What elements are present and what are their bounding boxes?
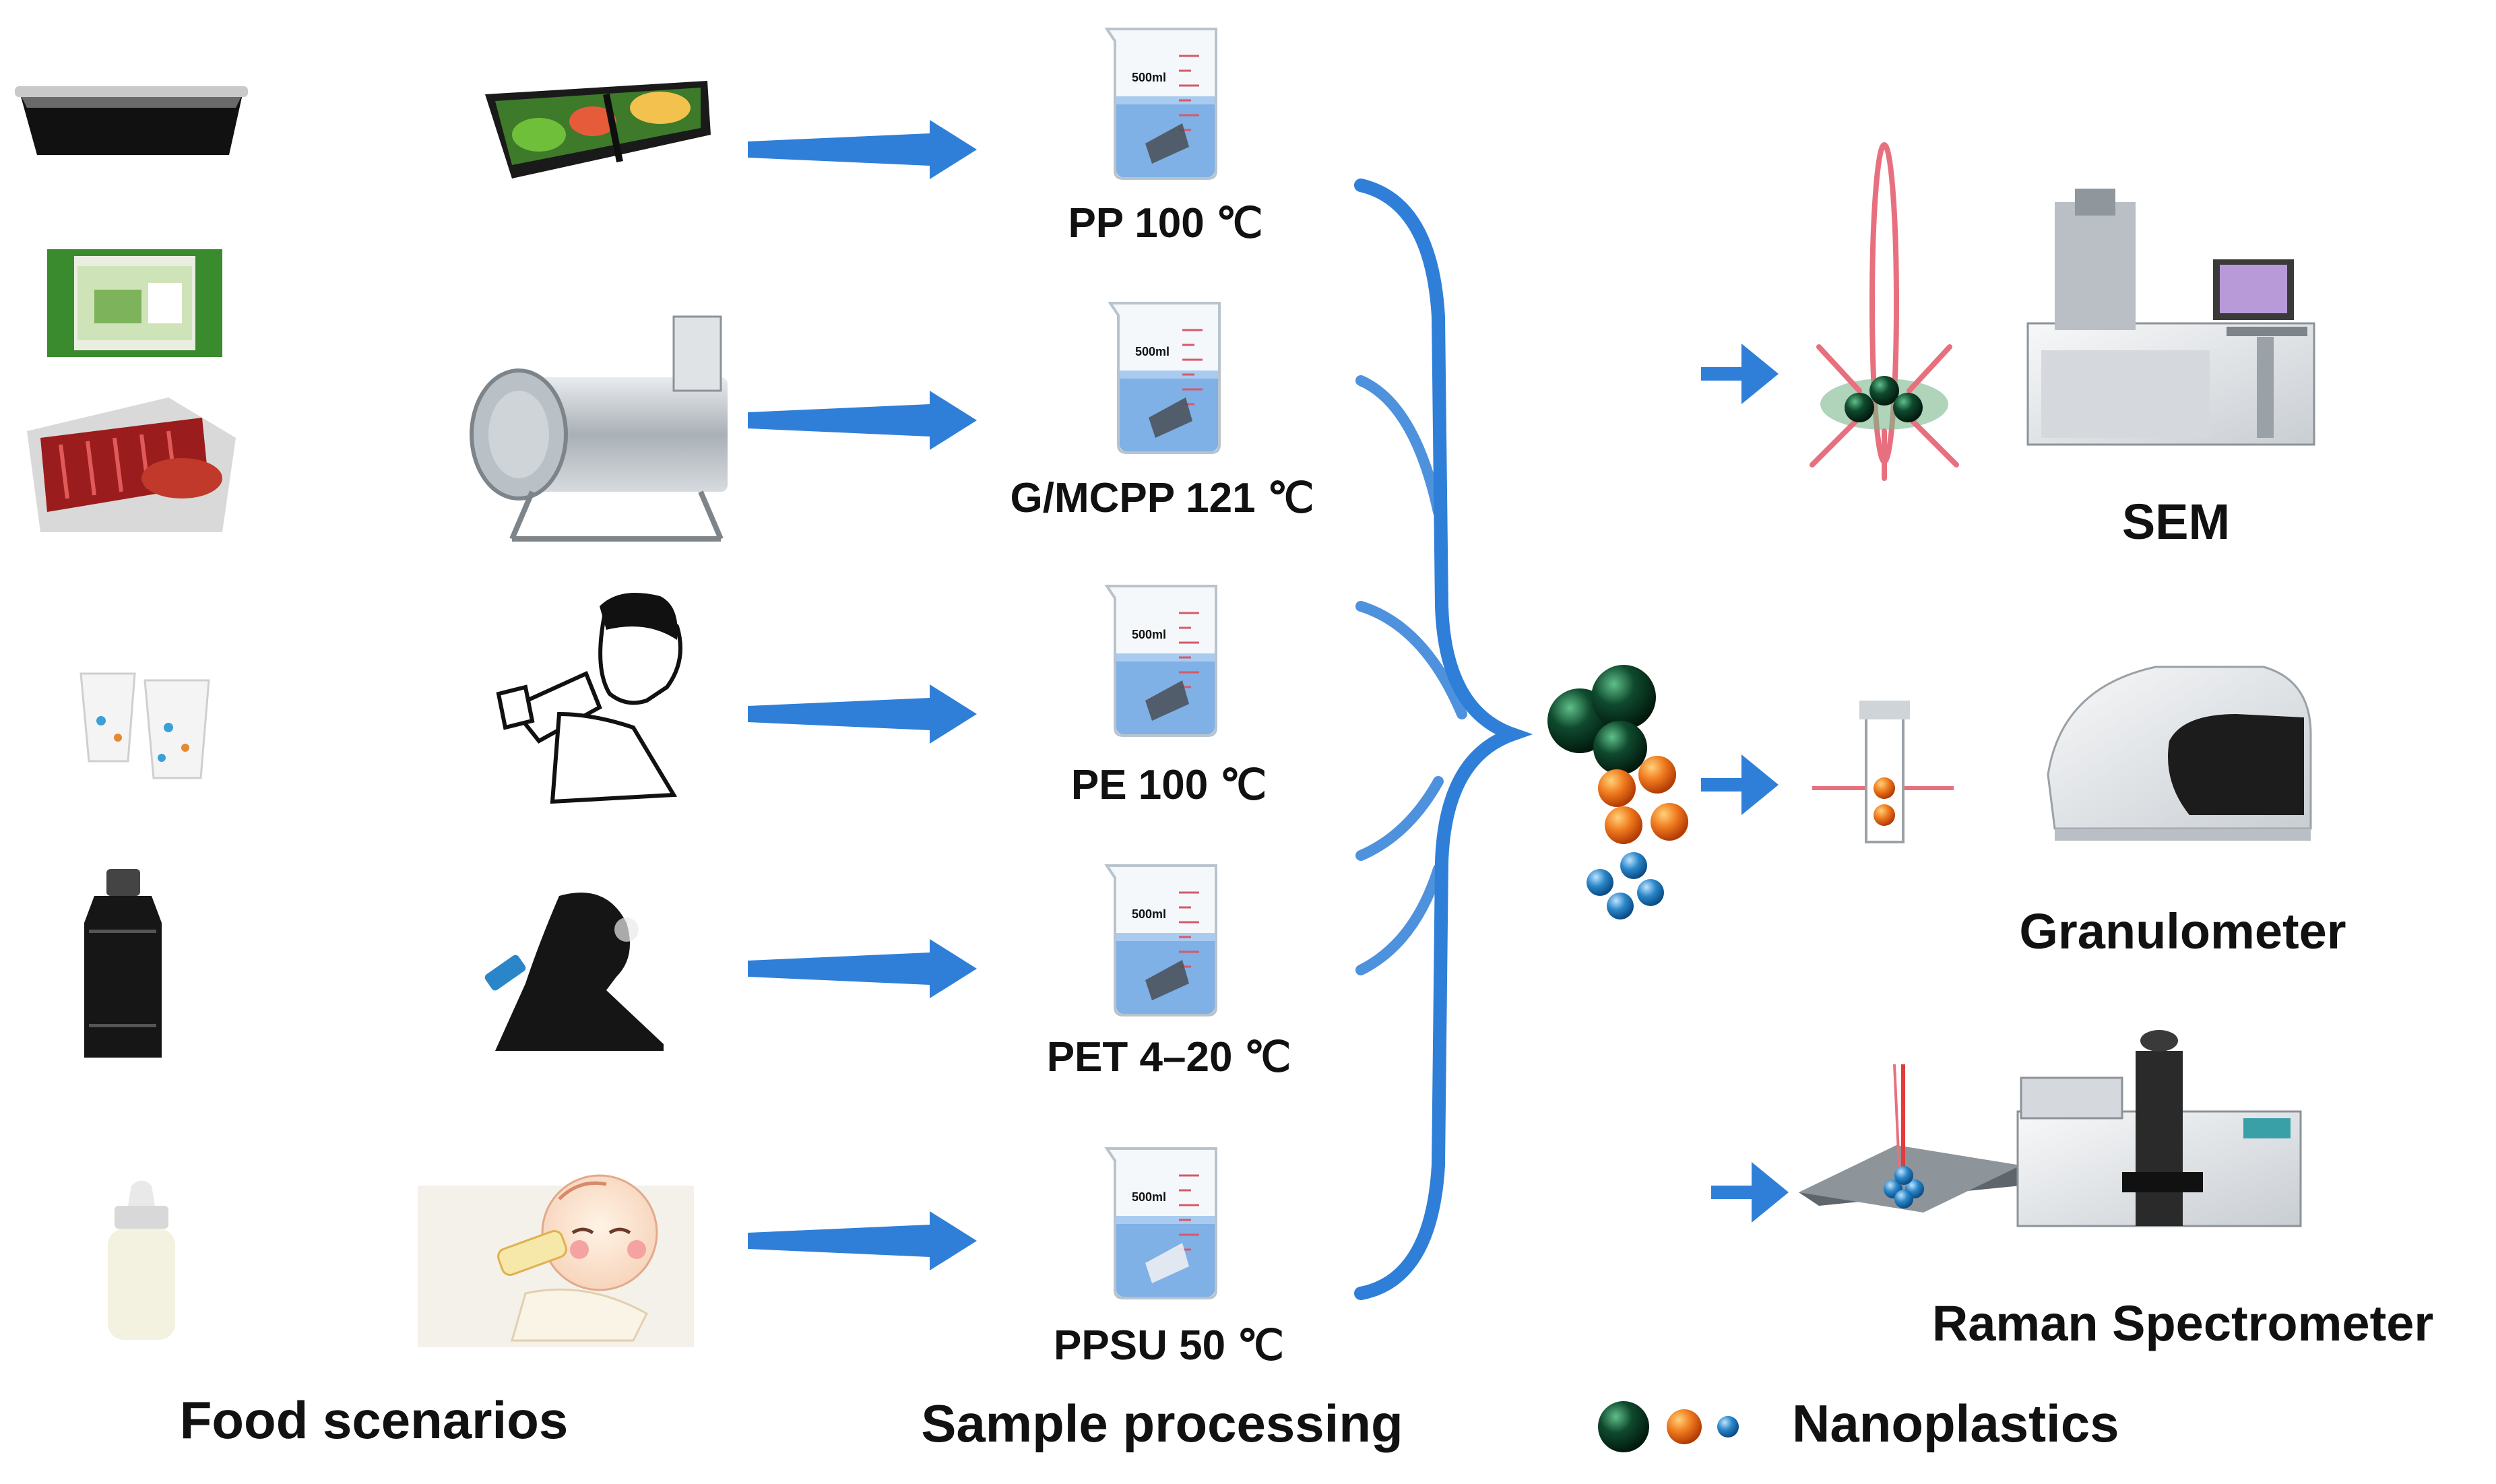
- plastic-bottle-icon: [84, 869, 162, 1058]
- flow-arrow: [748, 120, 977, 179]
- beaker-marking: 500ml: [1132, 71, 1166, 84]
- flow-arrow: [1701, 754, 1779, 815]
- section-label-processing: Sample processing: [921, 1394, 1403, 1453]
- autoclave-icon: [470, 315, 728, 542]
- baby-bottle-icon: [108, 1180, 175, 1340]
- beaker-icon: 500ml: [1104, 585, 1217, 737]
- child-drinking-icon: [496, 593, 682, 804]
- flow-arrow: [1711, 1162, 1789, 1223]
- flow-arrow: [748, 939, 977, 998]
- raman-instrument-icon: [2016, 1030, 2302, 1227]
- plastic-sample-icon: [1145, 680, 1189, 721]
- flow-arrow: [1701, 344, 1779, 404]
- sample-label: PET 4–20 ℃: [1047, 1034, 1291, 1080]
- sample-label: G/MCPP 121 ℃: [1011, 475, 1314, 521]
- merge-brace: [1354, 179, 1533, 1300]
- person-drinking-icon: [484, 893, 664, 1051]
- section-label-food: Food scenarios: [180, 1390, 568, 1450]
- raman-label: Raman Spectrometer: [1932, 1295, 2433, 1351]
- flow-arrow: [748, 391, 977, 450]
- beaker-icon: 500ml: [1104, 864, 1217, 1017]
- granulometer-instrument-icon: [2047, 666, 2312, 841]
- sample-label: PPSU 50 ℃: [1054, 1322, 1284, 1369]
- beakers: 500ml 500ml 500ml 500ml 500ml: [1104, 28, 1221, 1299]
- beaker-icon: 500ml: [1104, 28, 1217, 180]
- sem-label: SEM: [2122, 494, 2230, 550]
- food-container-icon: [15, 86, 248, 155]
- plastic-sample-icon: [1145, 960, 1189, 1000]
- beaker-icon: 500ml: [1104, 1147, 1217, 1299]
- cuvette-icon: [1812, 701, 1954, 843]
- plastic-sample-icon: [1145, 123, 1189, 164]
- paper-cups-icon: [79, 672, 210, 779]
- beaker-marking: 500ml: [1135, 345, 1170, 358]
- plastic-sample-icon: [1145, 1243, 1189, 1283]
- retort-pouch-icon: [47, 249, 222, 357]
- sample-label: PE 100 ℃: [1071, 762, 1267, 808]
- nanoplastic-cluster: [1547, 665, 1688, 920]
- section-label-nanoplastics: Nanoplastics: [1792, 1394, 2119, 1453]
- plastic-sample-icon: [1149, 397, 1192, 438]
- sem-beam-icon: [1810, 142, 1959, 481]
- raman-slide-icon: [1799, 1064, 2021, 1213]
- flow-arrows: [748, 120, 977, 1270]
- beaker-marking: 500ml: [1132, 628, 1166, 641]
- instrument-arrows: [1701, 344, 1789, 1223]
- nanoplastics-legend-icon: [1598, 1401, 1739, 1452]
- beaker-marking: 500ml: [1132, 907, 1166, 921]
- sausage-pack-icon: [27, 397, 236, 532]
- sem-instrument-icon: [2026, 189, 2315, 446]
- granulometer-label: Granulometer: [2019, 903, 2346, 959]
- flow-arrow: [748, 684, 977, 744]
- meal-tray-icon: [485, 81, 711, 179]
- beaker-marking: 500ml: [1132, 1190, 1166, 1204]
- baby-feeding-icon: [418, 1174, 694, 1347]
- sample-label: PP 100 ℃: [1068, 200, 1262, 247]
- beaker-icon: 500ml: [1108, 302, 1221, 454]
- flow-arrow: [748, 1211, 977, 1270]
